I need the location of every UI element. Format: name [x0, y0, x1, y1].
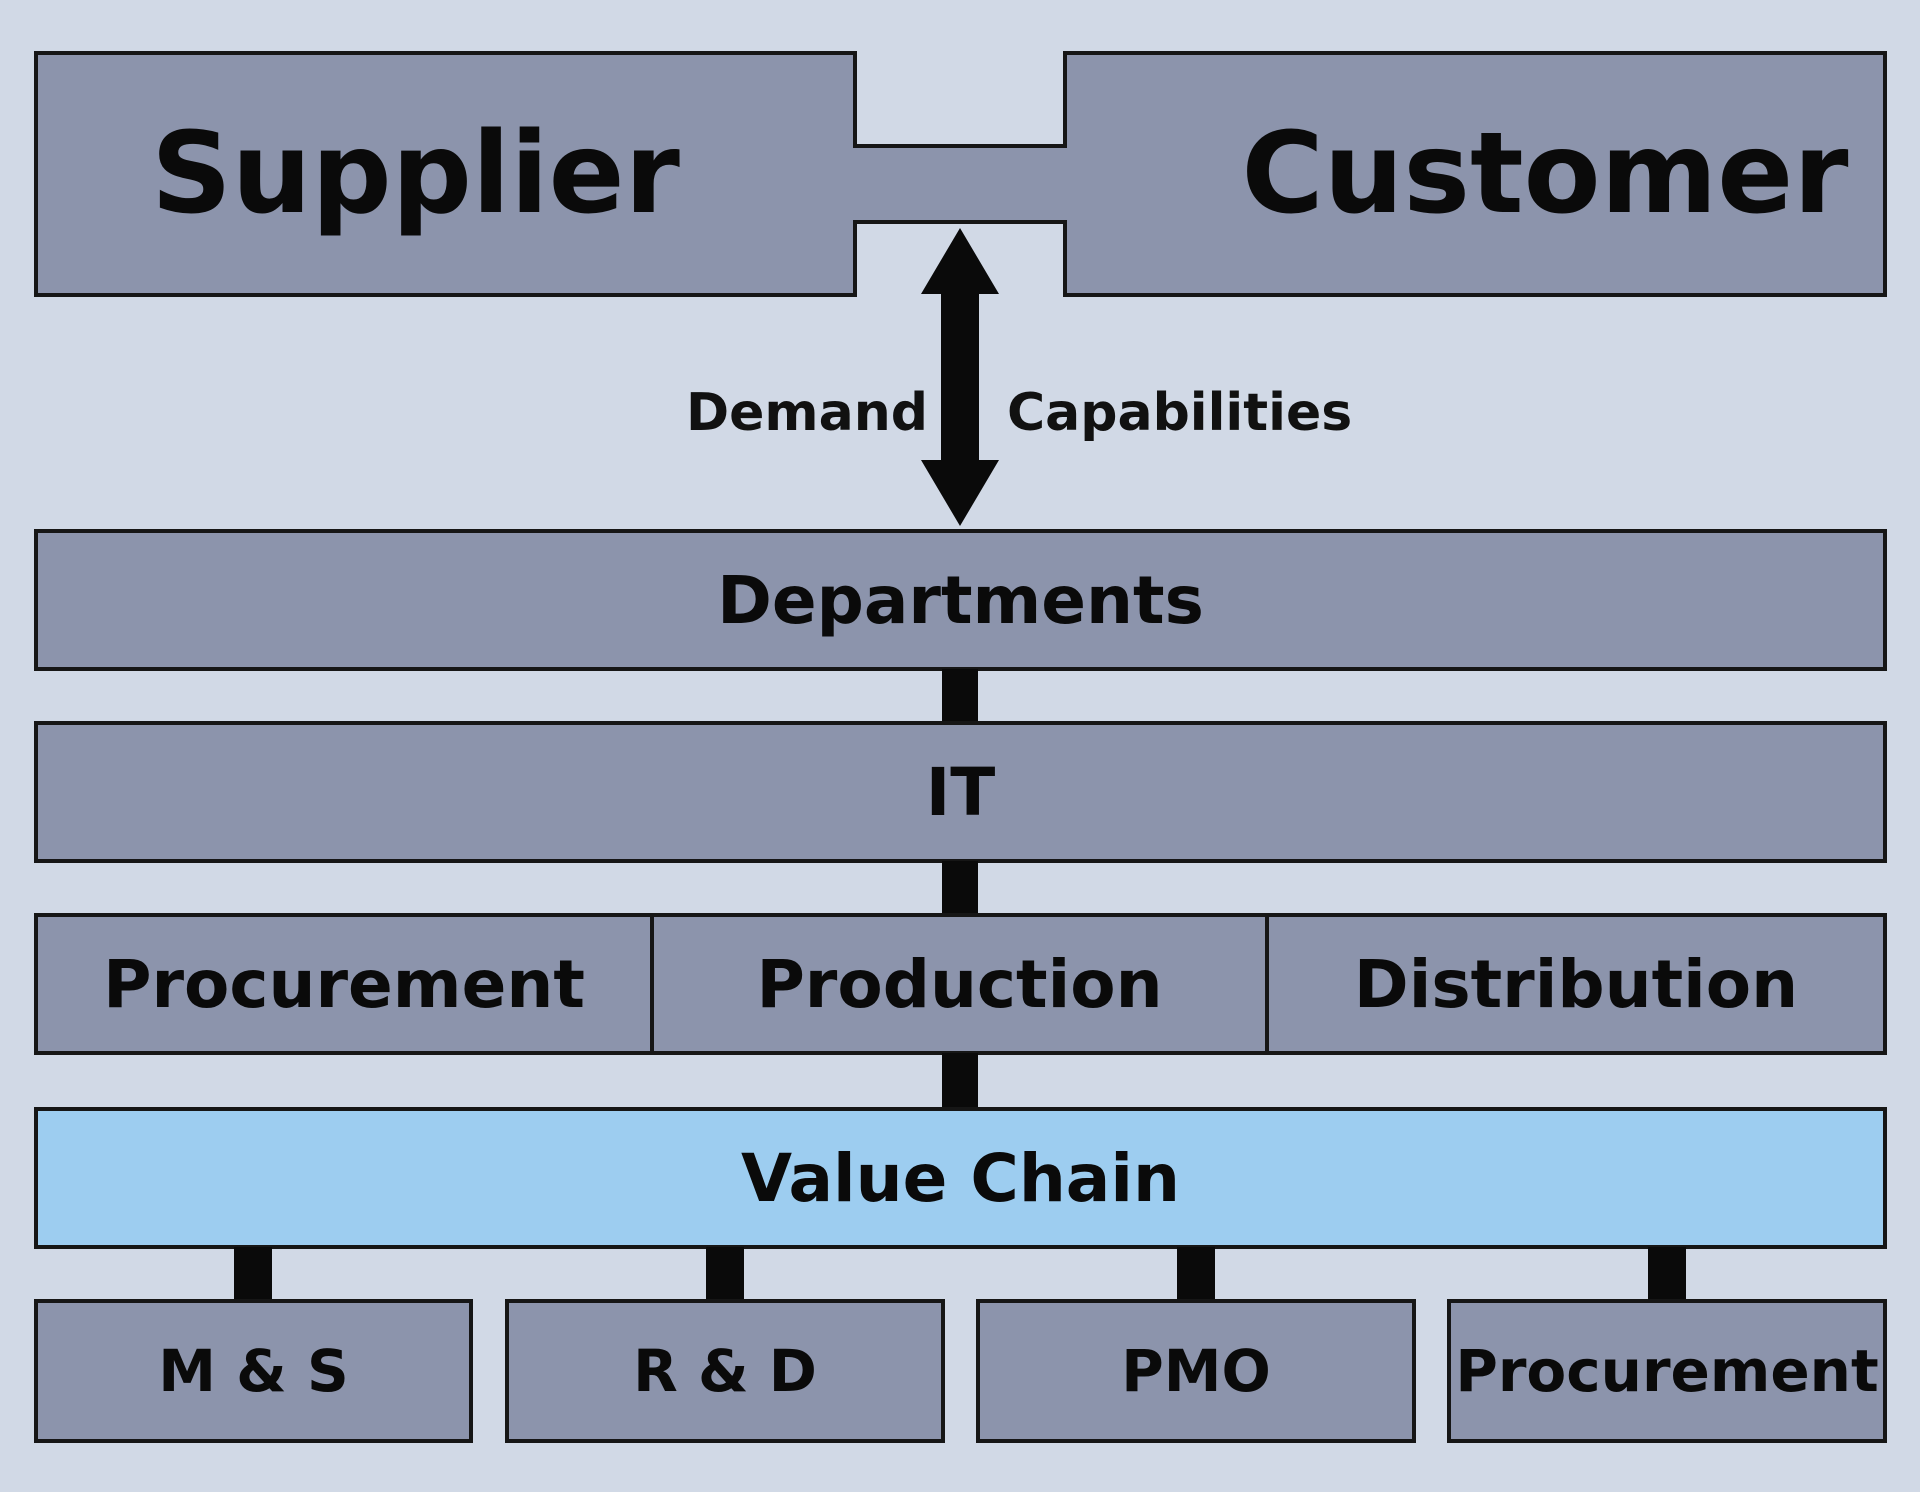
- connector: [942, 1053, 978, 1109]
- support-label: PMO: [1121, 1337, 1271, 1405]
- connector: [942, 669, 978, 723]
- support-box-rd: R & D: [505, 1299, 945, 1443]
- customer-label: Customer: [1241, 109, 1849, 239]
- function-label: Production: [756, 945, 1163, 1023]
- support-box-ms: M & S: [34, 1299, 473, 1443]
- function-box-production: Production: [650, 913, 1269, 1055]
- it-label: IT: [925, 753, 996, 831]
- connector: [942, 861, 978, 915]
- capabilities-label: Capabilities: [1007, 383, 1353, 443]
- demand-label: Demand: [686, 383, 928, 443]
- support-label: M & S: [158, 1337, 349, 1405]
- value-chain-box: Value Chain: [34, 1107, 1887, 1249]
- function-box-distribution: Distribution: [1265, 913, 1887, 1055]
- connector: [234, 1247, 272, 1301]
- support-box-pmo: PMO: [976, 1299, 1416, 1443]
- connector: [1648, 1247, 1686, 1301]
- customer-box: Customer: [1063, 51, 1887, 297]
- function-label: Distribution: [1353, 945, 1799, 1023]
- value-chain-label: Value Chain: [741, 1139, 1180, 1217]
- supplier-box: Supplier: [34, 51, 857, 297]
- double-arrow-icon: [921, 228, 999, 526]
- function-label: Procurement: [103, 945, 585, 1023]
- supplier-label: Supplier: [151, 109, 680, 239]
- departments-box: Departments: [34, 529, 1887, 671]
- support-box-procurement: Procurement: [1447, 1299, 1887, 1443]
- it-box: IT: [34, 721, 1887, 863]
- support-label: Procurement: [1455, 1337, 1879, 1405]
- connector: [706, 1247, 744, 1301]
- departments-label: Departments: [717, 561, 1204, 639]
- connector: [1177, 1247, 1215, 1301]
- support-label: R & D: [633, 1337, 817, 1405]
- function-box-procurement: Procurement: [34, 913, 654, 1055]
